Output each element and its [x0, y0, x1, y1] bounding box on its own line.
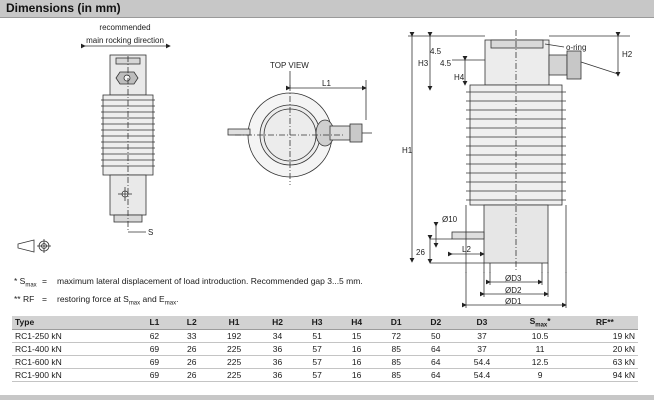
- dim-d2: ØD2: [505, 286, 522, 295]
- dim-d1: ØD1: [505, 297, 522, 306]
- front-view: H1 H3 4.5 4.5 H4 o-ring H2 Ø10 26 L2: [402, 30, 633, 273]
- cell: 63 kN: [571, 355, 638, 369]
- dim-l1-top: L1: [322, 79, 331, 88]
- col-header: H2: [257, 316, 298, 330]
- dim-d10: Ø10: [442, 215, 458, 224]
- dim-h1: H1: [402, 146, 413, 155]
- cell: 69: [135, 342, 174, 356]
- cell: 33: [173, 329, 211, 343]
- cell: 16: [336, 342, 377, 356]
- cell: 10.5: [508, 329, 572, 343]
- col-header: H1: [210, 316, 258, 330]
- cell: 51: [297, 329, 337, 343]
- cell: 36: [257, 368, 298, 382]
- dim-s: S: [148, 228, 153, 237]
- cell: 36: [257, 342, 298, 356]
- dim-4-5-b: 4.5: [440, 59, 452, 68]
- cell: 64: [416, 355, 456, 369]
- dim-l2: L2: [462, 245, 471, 254]
- col-header: RF**: [571, 316, 638, 330]
- top-view-label: TOP VIEW: [270, 61, 309, 70]
- dim-h3: H3: [418, 59, 429, 68]
- col-header: L2: [173, 316, 211, 330]
- cell: 20 kN: [571, 342, 638, 356]
- projection-symbol: [17, 239, 51, 253]
- cell: 37: [455, 342, 509, 356]
- footer-bar: [0, 395, 654, 400]
- cell: 62: [135, 329, 174, 343]
- cell: 54.4: [455, 368, 509, 382]
- cell: 69: [135, 355, 174, 369]
- footnotes: * Smax = maximum lateral displacement of…: [14, 275, 363, 310]
- col-header: H4: [336, 316, 377, 330]
- col-header: D3: [455, 316, 509, 330]
- cell: 9: [508, 368, 572, 382]
- cell: 64: [416, 368, 456, 382]
- cell: 85: [376, 342, 416, 356]
- col-header: D1: [376, 316, 416, 330]
- dim-26: 26: [416, 248, 425, 257]
- cell: 64: [416, 342, 456, 356]
- cell: 225: [210, 368, 258, 382]
- cell: 16: [336, 355, 377, 369]
- footnote-rf: ** RF = restoring force at Smax and Emax…: [14, 293, 179, 307]
- col-header: L1: [135, 316, 174, 330]
- cell: RC1-400 kN: [12, 342, 136, 356]
- cell: RC1-900 kN: [12, 368, 136, 382]
- col-header: Type: [12, 316, 136, 330]
- cell: 94 kN: [571, 368, 638, 382]
- cell: 85: [376, 368, 416, 382]
- cell: 19 kN: [571, 329, 638, 343]
- cell: 26: [173, 355, 211, 369]
- cell: 69: [135, 368, 174, 382]
- cell: 12.5: [508, 355, 572, 369]
- side-label-1: recommended: [99, 23, 150, 32]
- cell: 54.4: [455, 355, 509, 369]
- cell: 15: [336, 329, 377, 343]
- cell: 57: [297, 342, 337, 356]
- table-header-row: Type L1 L2 H1 H2 H3 H4 D1 D2 D3 Smax* RF…: [12, 316, 638, 330]
- dim-h4: H4: [454, 73, 465, 82]
- section-header: Dimensions (in mm): [0, 0, 654, 18]
- dim-oring: o-ring: [566, 43, 586, 52]
- cell: RC1-600 kN: [12, 355, 136, 369]
- cell: 34: [257, 329, 298, 343]
- dimensions-table: Type L1 L2 H1 H2 H3 H4 D1 D2 D3 Smax* RF…: [12, 316, 638, 382]
- cell: 72: [376, 329, 416, 343]
- cell: 57: [297, 355, 337, 369]
- side-view: recommended main rocking direction S: [81, 23, 171, 237]
- top-view: TOP VIEW L1: [227, 61, 372, 185]
- cell: 50: [416, 329, 456, 343]
- cell: 26: [173, 368, 211, 382]
- cell: 57: [297, 368, 337, 382]
- col-header: H3: [297, 316, 337, 330]
- section-title: Dimensions (in mm): [6, 1, 121, 15]
- cell: RC1-250 kN: [12, 329, 136, 343]
- cell: 36: [257, 355, 298, 369]
- cell: 225: [210, 342, 258, 356]
- cell: 192: [210, 329, 258, 343]
- cell: 85: [376, 355, 416, 369]
- dim-d3: ØD3: [505, 274, 522, 283]
- footnote-smax: * Smax = maximum lateral displacement of…: [14, 276, 363, 289]
- cell: 225: [210, 355, 258, 369]
- cell: 26: [173, 342, 211, 356]
- side-label-2: main rocking direction: [86, 36, 164, 45]
- col-header-smax: Smax*: [508, 316, 572, 330]
- technical-drawing: recommended main rocking direction S: [17, 23, 633, 273]
- dim-h2: H2: [622, 50, 633, 59]
- dim-4-5-a: 4.5: [430, 47, 442, 56]
- col-header: D2: [416, 316, 456, 330]
- cell: 11: [508, 342, 572, 356]
- cell: 16: [336, 368, 377, 382]
- front-view-bottom-dims: ØD3 ØD2 ØD1: [462, 272, 567, 308]
- cell: 37: [455, 329, 509, 343]
